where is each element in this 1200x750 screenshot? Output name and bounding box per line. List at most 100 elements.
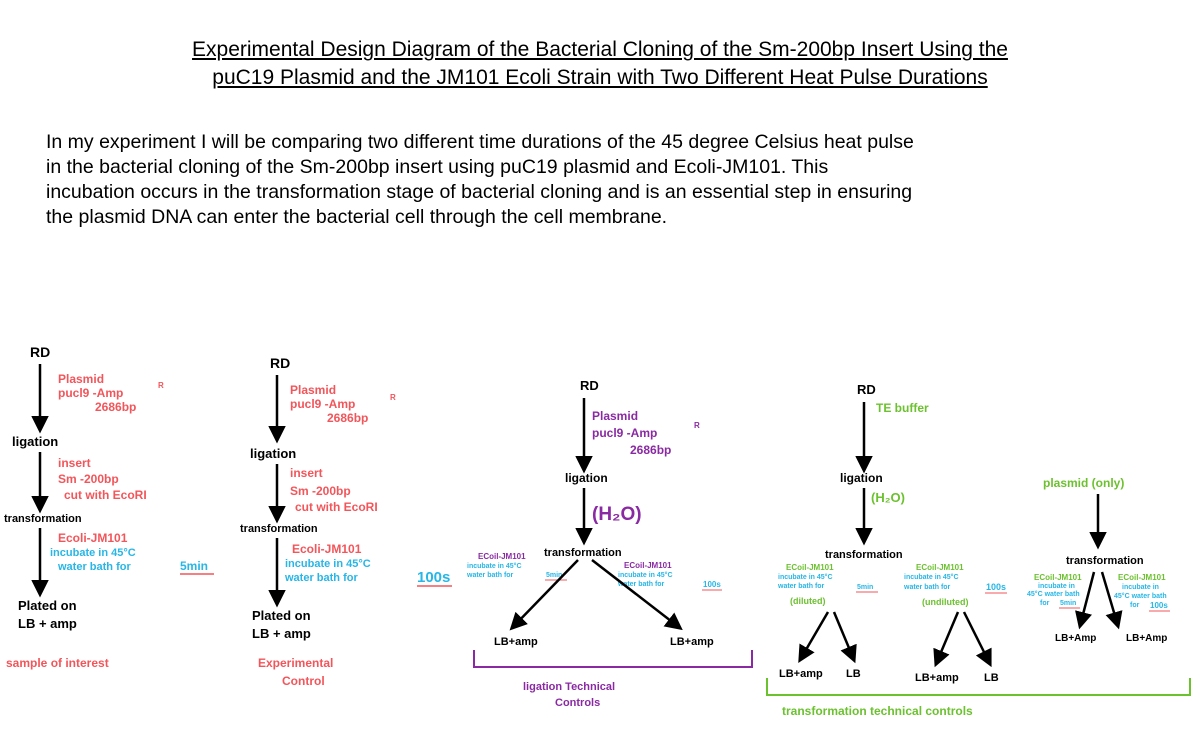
column-ligation-technical-controls: RD Plasmid pucl9 -Amp R 2686bp ligation … xyxy=(466,378,753,709)
transformation-label: transformation xyxy=(544,547,622,559)
transformation-label: transformation xyxy=(4,513,82,525)
ecoli-strain: Ecoli-JM101 xyxy=(58,531,128,545)
ligation-label: ligation xyxy=(565,471,608,485)
plasmid-label: Plasmid xyxy=(290,383,336,397)
left-time: 5min xyxy=(857,584,873,591)
plated-on: Plated on xyxy=(252,608,311,623)
left-ecoli: ECoil-JM101 xyxy=(786,563,834,572)
column-transformation-controls-plasmid: plasmid (only) transformation ECoil-JM10… xyxy=(1027,476,1170,644)
incubate-text: incubate in 45°C xyxy=(50,547,136,559)
plasmid-size: 2686bp xyxy=(630,443,671,457)
plasmid-size: 2686bp xyxy=(327,411,368,425)
arrow-to-right-plate xyxy=(591,559,683,631)
column-experimental-control: RD Plasmid pucl9 -Amp R 2686bp ligation … xyxy=(240,355,452,688)
ligation-label: ligation xyxy=(250,446,296,461)
plate-d: LB xyxy=(984,672,999,684)
arrow-to-plate-d xyxy=(962,611,992,668)
right-incubate: incubate in 45°C xyxy=(904,573,959,581)
water-control: (H₂O) xyxy=(871,490,905,505)
right-time: 100s xyxy=(1150,601,1168,610)
arrow-to-plate-b xyxy=(832,611,857,664)
insert-name: Sm -200bp xyxy=(58,472,119,486)
right-incubate: incubate in xyxy=(1122,584,1159,591)
arrow-to-right-plate xyxy=(1100,571,1123,630)
left-time: 5min xyxy=(546,572,562,579)
te-buffer: TE buffer xyxy=(876,401,929,415)
insert-cut: cut with EcoRI xyxy=(295,500,378,514)
water-control: (H₂O) xyxy=(592,504,642,525)
right-ecoli: ECoil-JM101 xyxy=(1118,573,1166,582)
insert-name: Sm -200bp xyxy=(290,484,351,498)
left-water-bath: water bath for xyxy=(466,572,514,579)
plate-medium: LB + amp xyxy=(18,616,77,631)
left-dilution: (diluted) xyxy=(790,596,826,606)
bracket-label-line-1: ligation Technical xyxy=(523,681,615,693)
ligation-label: ligation xyxy=(840,471,883,485)
intro-line-2: in the bacterial cloning of the Sm-200bp… xyxy=(46,156,829,178)
left-incubate: incubate in 45°C xyxy=(467,562,522,570)
right-ecoli: ECoil-JM101 xyxy=(916,563,964,572)
group-label-line-1: Experimental xyxy=(258,656,333,670)
ligation-label: ligation xyxy=(12,434,58,449)
water-bath-text: water bath for xyxy=(57,561,131,573)
group-label: sample of interest xyxy=(6,656,109,670)
arrow-to-left-plate xyxy=(1075,571,1096,630)
title-line-2: puC19 Plasmid and the JM101 Ecoli Strain… xyxy=(212,66,988,89)
left-time: 5min xyxy=(1060,600,1076,607)
right-for: for xyxy=(1130,602,1140,609)
ligation-controls-bracket xyxy=(473,650,753,668)
rd-label: RD xyxy=(580,378,599,393)
left-water-bath: water bath for xyxy=(777,583,825,590)
title-line-1: Experimental Design Diagram of the Bacte… xyxy=(192,38,1008,61)
heat-pulse-time: 100s xyxy=(417,569,450,586)
right-plate: LB+amp xyxy=(670,636,714,648)
group-label-line-2: Control xyxy=(282,674,325,688)
right-time: 100s xyxy=(986,582,1006,592)
plated-on: Plated on xyxy=(18,598,77,613)
transformation-controls-bracket xyxy=(766,678,1191,696)
heat-pulse-time: 5min xyxy=(180,559,208,573)
right-water-bath: 45°C water bath xyxy=(1114,592,1167,600)
plasmid-superscript: R xyxy=(694,421,700,430)
ecoli-strain: Ecoli-JM101 xyxy=(292,542,362,556)
insert-cut: cut with EcoRI xyxy=(64,488,147,502)
transformation-label: transformation xyxy=(825,549,903,561)
right-water-bath: water bath for xyxy=(617,581,665,588)
column-sample-of-interest: RD Plasmid pucl9 -Amp R 2686bp ligation … xyxy=(4,344,214,670)
arrow-to-plate-a xyxy=(798,611,830,664)
left-plate: LB+amp xyxy=(494,636,538,648)
rd-label: RD xyxy=(857,382,876,397)
plate-b: LB xyxy=(846,668,861,680)
rd-label: RD xyxy=(30,344,50,360)
intro-line-4: the plasmid DNA can enter the bacterial … xyxy=(46,206,668,228)
plasmid-size: 2686bp xyxy=(95,400,136,414)
left-incubate: incubate in 45°C xyxy=(778,573,833,581)
insert-label: insert xyxy=(290,466,323,480)
incubate-text: incubate in 45°C xyxy=(285,558,371,570)
plasmid-superscript: R xyxy=(158,381,164,390)
right-incubate: incubate in 45°C xyxy=(618,571,673,579)
page-title: Experimental Design Diagram of the Bacte… xyxy=(0,36,1200,92)
right-ecoli: ECoil-JM101 xyxy=(624,561,672,570)
plate-c: LB+amp xyxy=(915,672,959,684)
right-time: 100s xyxy=(703,580,721,589)
left-water-bath: 45°C water bath xyxy=(1027,590,1080,598)
arrow-to-plate-c xyxy=(933,611,960,668)
plasmid-name: pucl9 -Amp xyxy=(592,426,657,440)
plate-medium: LB + amp xyxy=(252,626,311,641)
left-plate: LB+Amp xyxy=(1055,633,1096,644)
rd-label: RD xyxy=(270,355,290,371)
transformation-label: transformation xyxy=(1066,555,1144,567)
right-plate: LB+Amp xyxy=(1126,633,1167,644)
bracket-label-line-2: Controls xyxy=(555,697,600,709)
plasmid-name: pucl9 -Amp xyxy=(290,397,355,411)
plasmid-label: Plasmid xyxy=(592,409,638,423)
plate-a: LB+amp xyxy=(779,668,823,680)
column-transformation-controls-buffer: RD TE buffer ligation (H₂O) transformati… xyxy=(777,382,1007,684)
left-incubate: incubate in xyxy=(1038,583,1075,590)
arrow-to-left-plate xyxy=(509,559,579,631)
right-dilution: (undiluted) xyxy=(922,597,969,607)
plasmid-superscript: R xyxy=(390,393,396,402)
transformation-controls-label: transformation technical controls xyxy=(782,704,973,718)
